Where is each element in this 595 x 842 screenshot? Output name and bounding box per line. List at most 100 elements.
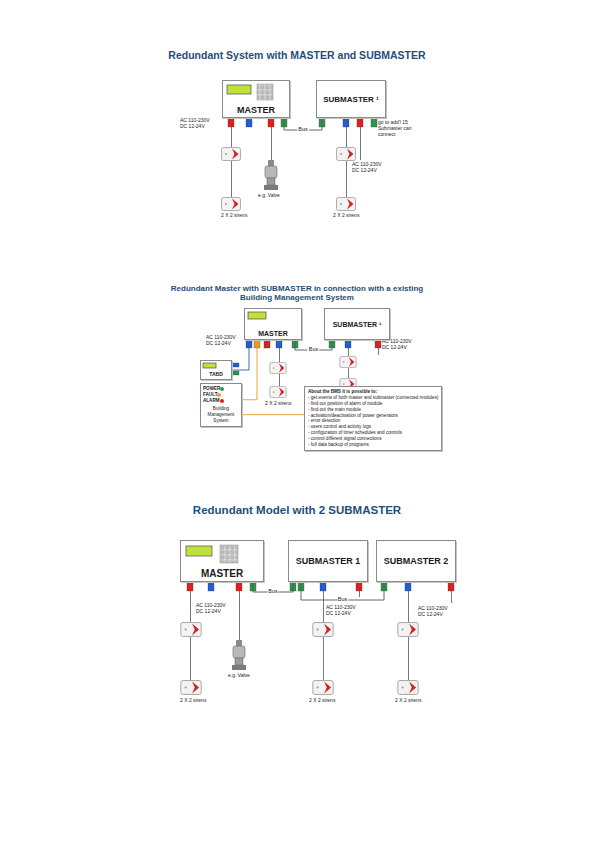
- node-label: FAULT: [203, 392, 239, 398]
- siren-icon: [313, 681, 333, 695]
- note-item: - find out position of alarm of module: [308, 401, 438, 407]
- note-box: About the BMS it is possible to:- get ev…: [304, 386, 442, 451]
- diagram-title: Redundant System with MASTER and SUBMAST…: [97, 49, 497, 61]
- siren-icon: [398, 681, 418, 695]
- submaster-unit: SUBMASTER ¹: [316, 80, 386, 118]
- wire: [279, 348, 280, 362]
- note-item: - users control and activity logs: [308, 424, 438, 430]
- wire: [323, 591, 324, 622]
- connector-label: Bus: [308, 347, 319, 353]
- bms-box: POWERFAULTALARM Building Management Syste…: [200, 383, 242, 427]
- terminal: [187, 582, 193, 591]
- wire: [346, 161, 347, 197]
- diagram-title: Redundant Master with SUBMASTER in conne…: [167, 284, 427, 302]
- master-unit: MASTER: [222, 80, 290, 118]
- status-lamp: [220, 387, 224, 391]
- wire: [190, 591, 191, 622]
- bus-connector: [242, 340, 257, 400]
- terminal: [268, 118, 274, 127]
- wire: [190, 637, 191, 680]
- wire: [231, 161, 232, 197]
- master-unit: MASTER: [244, 308, 302, 340]
- terminal: [236, 582, 242, 591]
- connector-label: Bus: [297, 127, 308, 133]
- terminal: [405, 582, 411, 591]
- terminal: [375, 340, 381, 348]
- annotation: AC 110-230V DC 12-24V: [180, 118, 213, 130]
- wire: [359, 591, 360, 597]
- siren-icon: [337, 198, 356, 211]
- annotation: e.g. Valve: [228, 673, 250, 679]
- lcd-display: [186, 546, 212, 556]
- annotation: 2 X 2 sirens: [309, 698, 335, 704]
- node-label: SUBMASTER ¹: [333, 321, 382, 328]
- siren-icon: [270, 362, 286, 373]
- annotation: AC 110-230V DC 12-24V: [206, 335, 239, 347]
- node-label: MASTER: [201, 568, 243, 579]
- node-label: SUBMASTER ¹: [323, 95, 379, 104]
- note-item: - find out the main module: [308, 407, 438, 413]
- siren-icon: [181, 681, 201, 695]
- node-label: ALARM: [203, 398, 239, 404]
- node-label: TABD: [209, 371, 223, 377]
- terminal: [233, 363, 239, 367]
- wire: [279, 374, 280, 386]
- node-label: Building Management System: [203, 406, 239, 424]
- wire: [231, 127, 232, 147]
- wire: [378, 348, 379, 355]
- valve-icon: [264, 160, 278, 190]
- annotation: 2 X 2 sirens: [333, 213, 359, 219]
- terminal: [264, 340, 270, 348]
- wire: [348, 368, 349, 378]
- lcd-display: [227, 85, 251, 94]
- wire: [239, 591, 240, 640]
- note-item: - full data backup of programs: [308, 442, 438, 448]
- keypad: [220, 545, 238, 563]
- bus-connector: [232, 340, 249, 370]
- status-lamp: [217, 393, 221, 397]
- node-label: MASTER: [237, 105, 275, 115]
- terminal: [233, 371, 239, 375]
- connector-label: Bus: [267, 589, 278, 595]
- lcd-display: [248, 312, 266, 319]
- annotation: AC 110-230V DC 12-24V: [418, 606, 450, 618]
- terminal: [276, 340, 282, 348]
- tabd-panel: TABD: [200, 360, 232, 380]
- note-heading: About the BMS it is possible to:: [308, 389, 438, 395]
- annotation: AC 110-230V DC 12-24V: [352, 162, 386, 174]
- status-lamp: [220, 399, 224, 403]
- node-label: MASTER: [258, 330, 288, 337]
- wire: [360, 127, 361, 160]
- keypad: [257, 84, 273, 100]
- node-label: POWER: [203, 386, 239, 392]
- submaster-unit: SUBMASTER 2: [376, 540, 456, 582]
- terminal: [246, 118, 252, 127]
- wire: [346, 127, 347, 147]
- terminal: [343, 118, 349, 127]
- terminal: [357, 118, 363, 127]
- diagram-title: Redundant Model with 2 SUBMASTER: [97, 504, 497, 516]
- annotation: AC 110-230V DC 12-24V: [196, 603, 230, 615]
- terminal: [208, 582, 214, 591]
- siren-icon: [222, 148, 241, 161]
- note-item: - configuration of timer schedules and c…: [308, 430, 438, 436]
- bus-connector: [242, 414, 304, 415]
- terminal: [320, 582, 326, 591]
- siren-icon: [181, 623, 201, 637]
- lcd-display: [203, 363, 216, 368]
- wire: [271, 127, 272, 160]
- terminal: [356, 582, 362, 591]
- terminal: [345, 340, 351, 348]
- note-item: - activation/deactivation of power gener…: [308, 413, 438, 419]
- device-art: [181, 84, 454, 694]
- wire: [323, 637, 324, 680]
- submaster-unit: SUBMASTER ¹: [324, 308, 390, 340]
- note-item: - get events of both master and submaste…: [308, 395, 438, 401]
- annotation: e.g. Valve: [258, 193, 280, 199]
- wire: [408, 637, 409, 680]
- annotation: 2 X 2 sirens: [395, 698, 421, 704]
- valve-icon: [232, 640, 246, 670]
- siren-icon: [313, 623, 333, 637]
